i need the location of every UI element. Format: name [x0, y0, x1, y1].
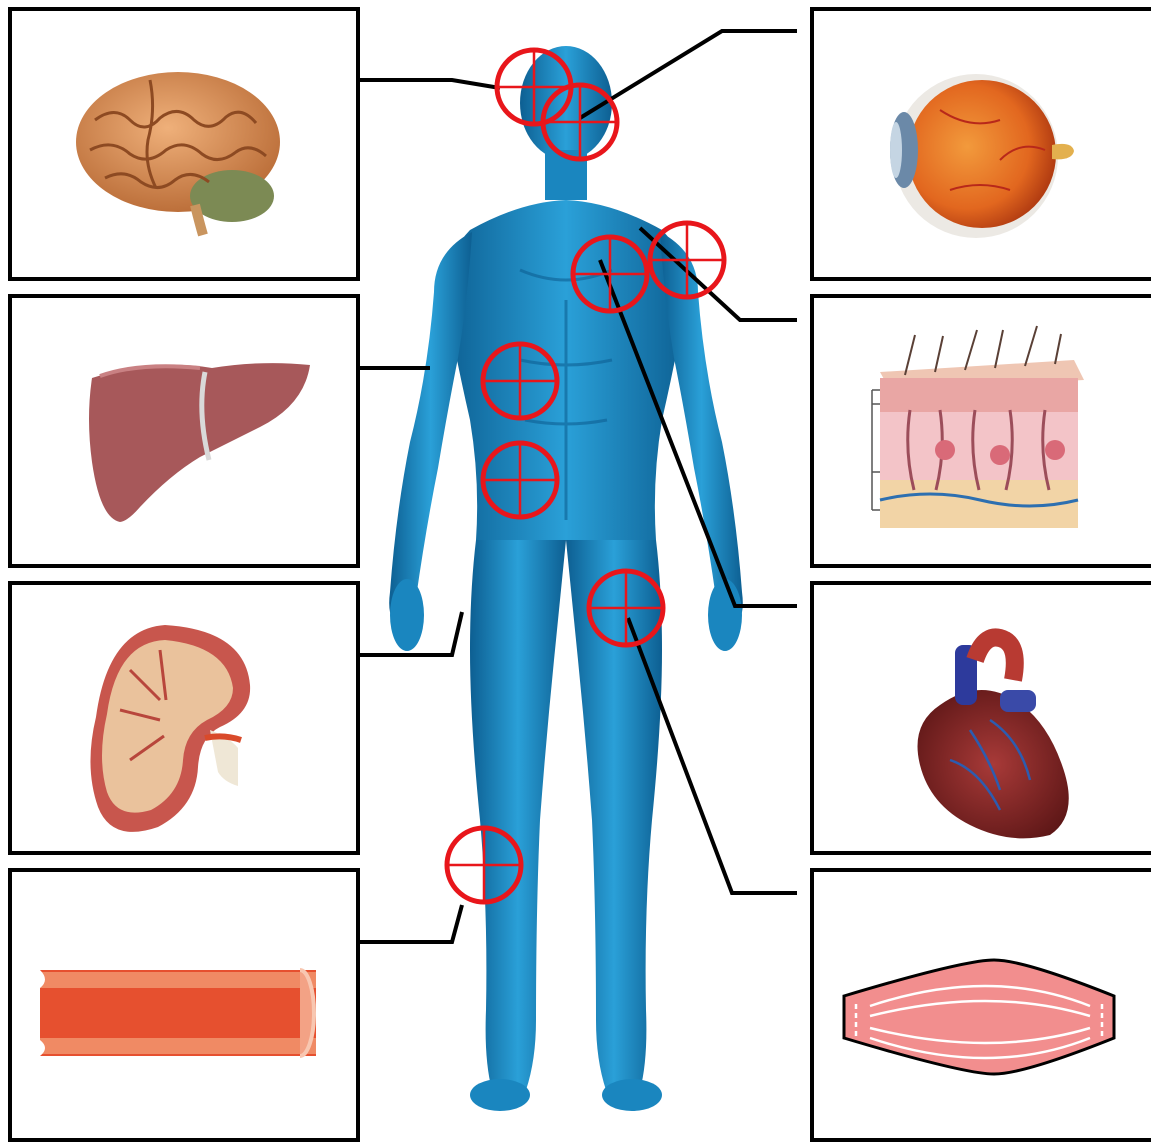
panel-heart — [812, 583, 1151, 853]
target-lower-abdomen[interactable] — [483, 443, 557, 517]
human-body-figure — [389, 46, 743, 1111]
leader-blood-vessel — [358, 905, 462, 942]
leader-brain — [358, 80, 500, 88]
panel-muscle — [812, 870, 1151, 1140]
blood-vessel-icon — [40, 970, 316, 1056]
panel-skin — [812, 296, 1151, 566]
target-knee[interactable] — [447, 828, 521, 902]
panel-kidney — [10, 583, 358, 853]
panel-liver — [10, 296, 358, 566]
panel-blood-vessel — [10, 870, 358, 1140]
target-thigh[interactable] — [589, 571, 663, 645]
panel-brain — [10, 9, 358, 279]
panel-eye — [812, 9, 1151, 279]
target-chest[interactable] — [573, 237, 647, 311]
target-shoulder[interactable] — [650, 223, 724, 297]
target-head[interactable] — [497, 50, 571, 124]
target-eye[interactable] — [543, 85, 617, 159]
target-upper-abdomen[interactable] — [483, 344, 557, 418]
